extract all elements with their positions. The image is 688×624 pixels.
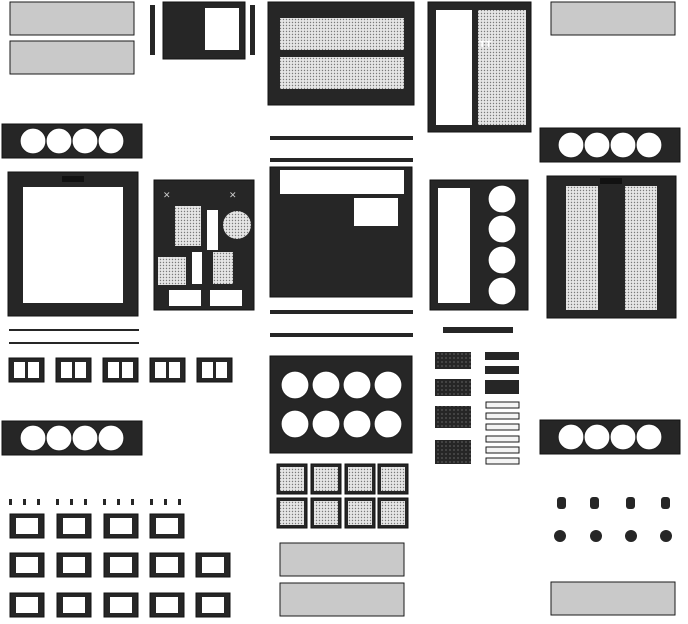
motherboard-tray: ✕ ✕ [153,179,255,311]
glass-panel-top-left-2 [9,40,135,75]
drive-cage-parts [435,327,520,465]
top-frame-piece [150,1,255,60]
rear-panel: TT [427,1,532,133]
glass-panel-top-right [550,1,676,36]
fan-bracket-left-1 [1,123,143,159]
fan-bracket-left-2 [1,420,143,456]
glass-panel-bottom-center-1 [279,542,405,577]
feet-knobs [554,497,672,542]
glass-panel-top-left-1 [9,1,135,36]
side-mesh-panel-right [546,175,677,319]
fan-bracket-right-1 [539,127,681,163]
fan-bracket-right-2 [539,419,681,455]
mount-brackets-grid [9,513,231,618]
glass-panel-bottom-right [550,581,676,616]
tt-logo-icon: TT [479,40,492,50]
center-chassis [269,136,413,337]
eight-fan-panel [269,355,413,454]
svg-text:✕: ✕ [229,191,237,201]
svg-text:✕: ✕ [163,191,171,201]
strip-1 [9,329,139,331]
small-brackets-row [8,357,233,383]
radiator-panel [429,179,529,311]
top-mesh-panel [267,1,415,106]
side-window-panel-left [7,171,139,317]
screws-bottom-left [9,499,181,505]
strip-2 [9,342,139,344]
fan-filters-grid [276,463,409,529]
glass-panel-bottom-center-2 [279,582,405,617]
